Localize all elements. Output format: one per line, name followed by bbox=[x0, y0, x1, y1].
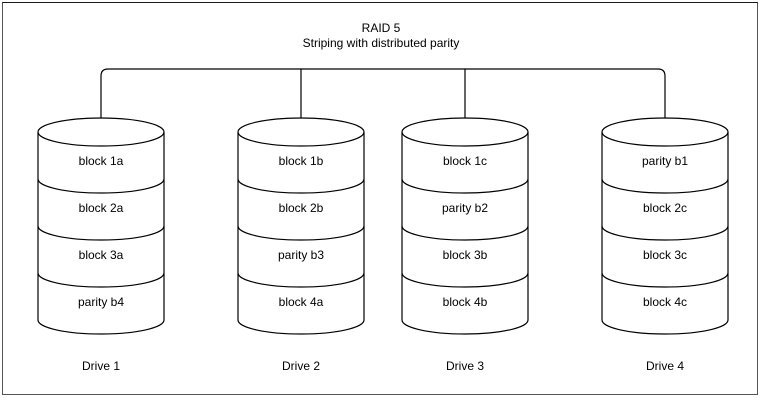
data-block-label: block 3a bbox=[78, 247, 124, 262]
parity-block-label: parity b1 bbox=[641, 153, 689, 168]
data-block-label: block 4a bbox=[278, 294, 324, 309]
title-subtitle: Striping with distributed parity bbox=[302, 36, 460, 50]
data-block-label: block 4c bbox=[642, 294, 688, 309]
data-block-label: block 3b bbox=[442, 247, 488, 262]
drive-label: Drive 1 bbox=[81, 359, 120, 373]
data-block-label: block 1c bbox=[442, 153, 488, 168]
drive-label: Drive 2 bbox=[281, 359, 320, 373]
diagram-border bbox=[2, 2, 758, 395]
drive-label: Drive 4 bbox=[645, 359, 684, 373]
parity-block-label: parity b4 bbox=[77, 294, 125, 309]
data-block-label: block 4b bbox=[442, 294, 488, 309]
title-primary: RAID 5 bbox=[361, 21, 401, 35]
diagram-title: RAID 5 Striping with distributed parity bbox=[0, 21, 762, 51]
data-block-label: block 1a bbox=[78, 153, 124, 168]
data-block-label: block 2a bbox=[78, 200, 124, 215]
data-block-label: block 3c bbox=[642, 247, 688, 262]
drive-label: Drive 3 bbox=[445, 359, 484, 373]
parity-block-label: parity b3 bbox=[277, 247, 325, 262]
data-block-label: block 2b bbox=[278, 200, 324, 215]
data-block-label: block 1b bbox=[278, 153, 324, 168]
data-block-label: block 2c bbox=[642, 200, 688, 215]
parity-block-label: parity b2 bbox=[441, 200, 489, 215]
